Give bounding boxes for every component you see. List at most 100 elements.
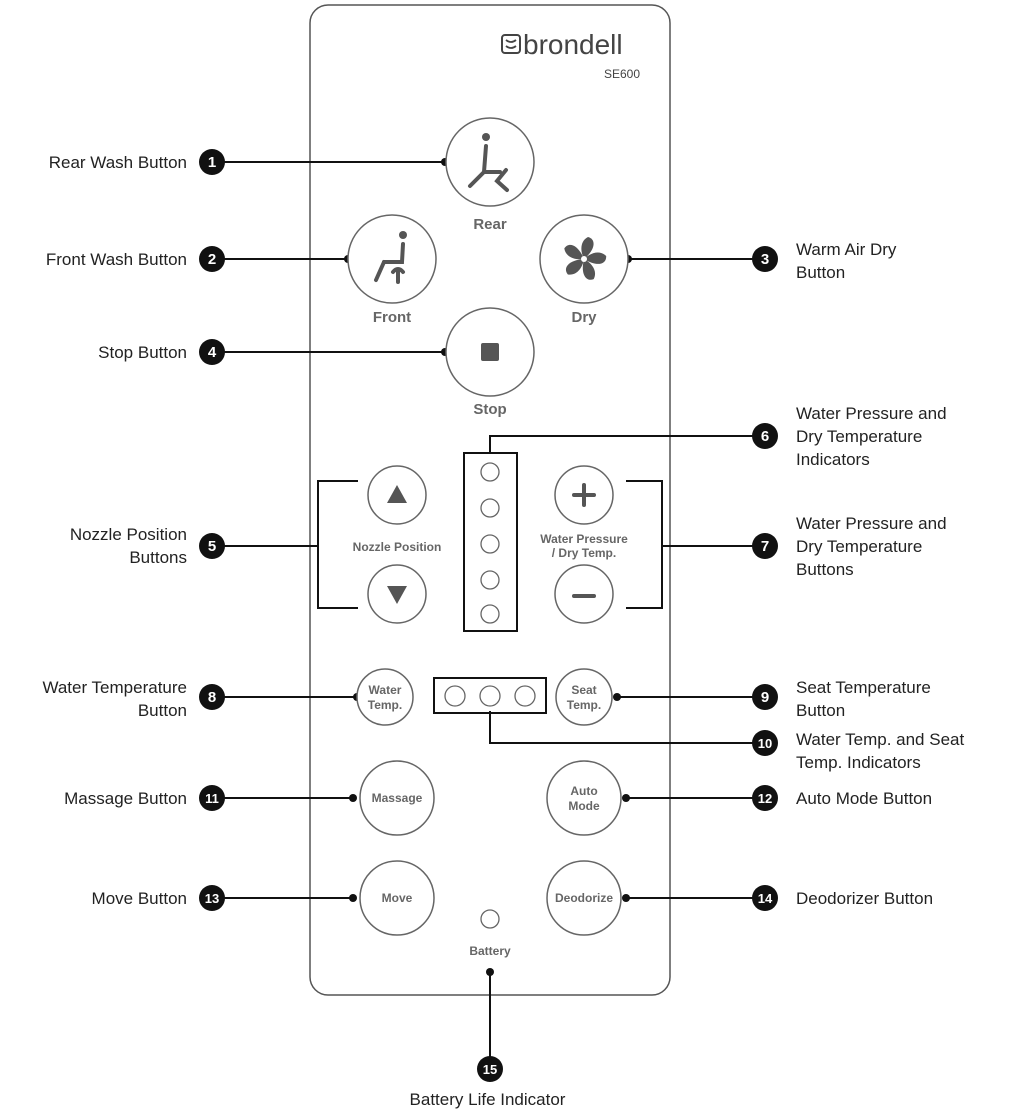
front-wash-button[interactable]: [347, 214, 437, 304]
nozzle-position-label: Nozzle Position: [353, 540, 442, 554]
pressure-plus-button[interactable]: [554, 465, 614, 525]
fan-icon: [564, 237, 607, 280]
battery-label: Battery: [469, 944, 511, 958]
callout-label-14: Deodorizer Button: [796, 889, 934, 908]
temp-indicator-led: [479, 685, 501, 707]
nozzle-up-button[interactable]: [367, 465, 427, 525]
callout-badge-7: 7: [752, 533, 778, 559]
auto-mode-button[interactable]: [546, 760, 622, 836]
rear-wash-icon: [468, 133, 509, 192]
callout-badge-1: 1: [199, 149, 225, 175]
rear-label: Rear: [473, 216, 507, 233]
water-temp-button[interactable]: [356, 668, 414, 726]
callout-badge-6: 6: [752, 423, 778, 449]
brand-logo: brondell SE600: [501, 29, 640, 81]
callout-label-1: Rear Wash Button: [48, 153, 187, 172]
stop-square-icon: [481, 343, 499, 361]
plus-icon: [572, 483, 596, 507]
callout-badge-8: 8: [199, 684, 225, 710]
temp-indicator-led: [444, 685, 466, 707]
seat-temp-label-2: Temp.: [567, 698, 601, 712]
brand-name: brondell: [523, 29, 623, 60]
auto-label-2: Mode: [568, 799, 600, 813]
callout-number: 9: [761, 689, 769, 706]
callout-badge-14: 14: [752, 885, 778, 911]
move-button[interactable]: [359, 860, 435, 936]
pressure-indicator-led: [480, 570, 500, 590]
callout-label-10: Water Temp. and Seat Temp. Indicators: [796, 730, 965, 772]
callout-label-2: Front Wash Button: [45, 250, 187, 269]
water-pressure-label-2: / Dry Temp.: [552, 546, 616, 560]
callout-label-13: Move Button: [91, 889, 187, 908]
triangle-up-icon: [387, 485, 407, 503]
triangle-down-icon: [387, 586, 407, 604]
pressure-indicator-led: [480, 462, 500, 482]
deodorize-button[interactable]: [546, 860, 622, 936]
callout-badge-15: 15: [477, 1056, 503, 1082]
callout-label-6: Water Pressure and Dry Temperature Indic…: [796, 404, 947, 469]
callout-number: 15: [483, 1062, 497, 1077]
water-temp-label-2: Temp.: [368, 698, 402, 712]
callout-number: 10: [758, 736, 772, 751]
callout-number: 12: [758, 791, 772, 806]
callout-label-8: Water Temperature Button: [42, 678, 187, 720]
callout-label-7: Water Pressure and Dry Temperature Butto…: [796, 514, 947, 579]
callout-number: 11: [205, 791, 219, 806]
front-label: Front: [373, 309, 411, 326]
callout-label-3: Warm Air Dry Button: [796, 240, 897, 282]
pressure-indicator-led: [480, 534, 500, 554]
massage-button[interactable]: [359, 760, 435, 836]
callout-number: 14: [758, 891, 773, 906]
callout-label-11: Massage Button: [64, 789, 187, 808]
stop-label: Stop: [473, 401, 506, 418]
dry-label: Dry: [571, 309, 597, 326]
stop-button[interactable]: [445, 307, 535, 397]
front-wash-icon: [374, 231, 407, 284]
auto-label-1: Auto: [570, 784, 597, 798]
callout-number: 13: [205, 891, 219, 906]
callout-badge-5: 5: [199, 533, 225, 559]
water-pressure-label-1: Water Pressure: [540, 532, 628, 546]
battery-indicator-led: [480, 909, 500, 929]
callout-badge-13: 13: [199, 885, 225, 911]
callout-label-9: Seat Temperature Button: [796, 678, 931, 720]
deodorize-label: Deodorize: [555, 891, 613, 905]
temp-indicators: [433, 677, 547, 714]
massage-label: Massage: [372, 791, 423, 805]
callout-number: 7: [761, 538, 769, 555]
callout-label-5: Nozzle Position Buttons: [69, 525, 187, 567]
callout-badge-10: 10: [752, 730, 778, 756]
callout-number: 4: [208, 344, 217, 361]
callout-label-12: Auto Mode Button: [796, 789, 933, 808]
callout-badge-9: 9: [752, 684, 778, 710]
seat-temp-label-1: Seat: [571, 683, 596, 697]
callout-label-4: Stop Button: [98, 343, 187, 362]
callout-number: 2: [208, 251, 216, 268]
callout-number: 5: [208, 538, 216, 555]
pressure-indicator-led: [480, 604, 500, 624]
callout-number: 6: [761, 428, 769, 445]
callout-badge-2: 2: [199, 246, 225, 272]
callout-number: 8: [208, 689, 216, 706]
brand-mark-icon: [501, 34, 521, 54]
callout-label-15: Battery Life Indicator: [409, 1090, 566, 1109]
nozzle-down-button[interactable]: [367, 564, 427, 624]
callout-badge-4: 4: [199, 339, 225, 365]
water-temp-label-1: Water: [369, 683, 402, 697]
model-number: SE600: [604, 67, 640, 81]
callout-number: 3: [761, 251, 769, 268]
pressure-minus-button[interactable]: [554, 564, 614, 624]
callout-badge-3: 3: [752, 246, 778, 272]
dry-button[interactable]: [539, 214, 629, 304]
temp-indicator-led: [514, 685, 536, 707]
callout-lines: [212, 161, 765, 1065]
seat-temp-button[interactable]: [555, 668, 613, 726]
pressure-indicators: [463, 452, 518, 632]
pressure-indicator-led: [480, 498, 500, 518]
rear-wash-button[interactable]: [445, 117, 535, 207]
callout-number: 1: [208, 154, 216, 171]
move-label: Move: [382, 891, 413, 905]
callout-badge-12: 12: [752, 785, 778, 811]
